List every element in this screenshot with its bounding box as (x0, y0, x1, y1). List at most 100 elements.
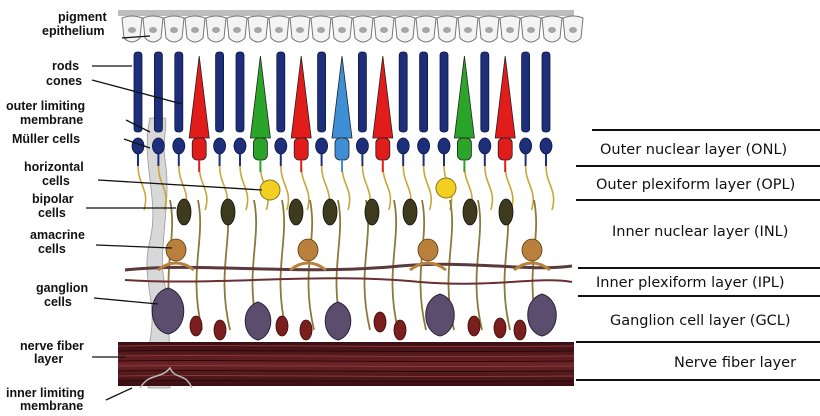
rod-nucleus (132, 138, 144, 154)
ganglion-cell (245, 302, 271, 340)
right-layer-brackets (576, 130, 820, 380)
rod-nucleus (397, 138, 409, 154)
horizontal-cell (260, 180, 280, 200)
label-horizontal-cells: horizontal cells (24, 160, 87, 188)
pigment-nucleus (128, 27, 136, 33)
cone-nucleus-red (192, 138, 206, 160)
rod-cell (277, 52, 285, 132)
rod-nucleus (356, 138, 368, 154)
amacrine-cell (418, 239, 438, 261)
rod-cell (440, 52, 448, 132)
pigment-nucleus (380, 27, 388, 33)
pigment-epithelium-layer (118, 10, 583, 42)
rod-nucleus (418, 138, 430, 154)
small-ganglion-cell (468, 316, 480, 336)
bipolar-cell (499, 199, 513, 225)
label-gcl: Ganglion cell layer (GCL) (610, 313, 791, 329)
small-ganglion-cell (276, 316, 288, 336)
bipolar-cell (289, 199, 303, 225)
label-muller-cells: Müller cells (12, 132, 80, 146)
small-ganglion-cell (494, 318, 506, 338)
amacrine-cell (522, 239, 542, 261)
pigment-nucleus (296, 27, 304, 33)
pigment-nucleus (548, 27, 556, 33)
rod-cell (420, 52, 428, 132)
rod-nucleus (152, 138, 164, 154)
horizontal-cell (436, 178, 456, 198)
pigment-nucleus (569, 27, 577, 33)
amacrine-cell (298, 239, 318, 261)
cone-nucleus-red (498, 138, 512, 160)
label-inl: Inner nuclear layer (INL) (612, 224, 788, 240)
label-inner-limiting-membrane: inner limiting membrane (6, 386, 88, 413)
label-opl: Outer plexiform layer (OPL) (596, 177, 795, 193)
right-labels: Outer nuclear layer (ONL) Outer plexifor… (596, 142, 796, 371)
pigment-nucleus (275, 27, 283, 33)
pigment-nucleus (443, 27, 451, 33)
rod-nucleus (520, 138, 532, 154)
small-ganglion-cell (300, 320, 312, 340)
rod-cell (399, 52, 407, 132)
small-ganglion-cell (374, 312, 386, 332)
pigment-nucleus (401, 27, 409, 33)
bipolar-cell (463, 199, 477, 225)
pigment-nucleus (359, 27, 367, 33)
rod-cell (236, 52, 244, 132)
cone-nucleus-green (253, 138, 267, 160)
cone-nucleus-blue (335, 138, 349, 160)
label-rods: rods (52, 59, 79, 73)
label-nerve-fiber-layer: nerve fiber layer (20, 339, 87, 366)
small-ganglion-cell (214, 320, 226, 340)
rod-nucleus (438, 138, 450, 154)
pigment-nucleus (254, 27, 262, 33)
ganglion-cell (325, 302, 351, 340)
pigment-nucleus (506, 27, 514, 33)
rod-nucleus (540, 138, 552, 154)
pigment-nucleus (149, 27, 157, 33)
pigment-top-bar (118, 10, 574, 16)
rod-cell (522, 52, 530, 132)
pigment-nucleus (527, 27, 535, 33)
ganglion-cell (426, 294, 455, 336)
label-pigment-epithelium: pigment epithelium (42, 10, 110, 38)
pigment-nucleus (317, 27, 325, 33)
small-ganglion-cell (514, 320, 526, 340)
left-labels: pigment epithelium rods cones outer limi… (6, 10, 110, 413)
pigment-nucleus (464, 27, 472, 33)
rod-cell (154, 52, 162, 132)
rod-nucleus (173, 138, 185, 154)
amacrine-cell (166, 239, 186, 261)
bipolar-cell (403, 199, 417, 225)
rod-cell (318, 52, 326, 132)
bipolar-cell (365, 199, 379, 225)
rod-cell (216, 52, 224, 132)
pigment-nucleus (485, 27, 493, 33)
label-cones: cones (46, 74, 82, 88)
label-onl: Outer nuclear layer (ONL) (600, 142, 787, 158)
ganglion-cell (528, 294, 557, 336)
small-ganglion-cell (394, 320, 406, 340)
label-bipolar-cells: bipolar cells (32, 192, 77, 220)
small-ganglion-cell (190, 316, 202, 336)
cone-nucleus-red (376, 138, 390, 160)
pigment-nucleus (212, 27, 220, 33)
rod-nucleus (214, 138, 226, 154)
label-amacrine-cells: amacrine cells (30, 228, 88, 256)
cone-nucleus-red (294, 138, 308, 160)
label-outer-limiting-membrane: outer limiting membrane (6, 99, 89, 127)
bipolar-cell (323, 199, 337, 225)
bipolar-cell (221, 199, 235, 225)
label-nerve-fiber: Nerve fiber layer (674, 355, 796, 371)
bipolar-cell (177, 199, 191, 225)
rod-cell (481, 52, 489, 132)
rod-cell (358, 52, 366, 132)
pigment-nucleus (422, 27, 430, 33)
pigment-nucleus (191, 27, 199, 33)
rod-nucleus (479, 138, 491, 154)
cone-nucleus-green (457, 138, 471, 160)
ganglion-cell (152, 288, 184, 334)
rod-nucleus (275, 138, 287, 154)
rod-nucleus (234, 138, 246, 154)
rod-cell (175, 52, 183, 132)
